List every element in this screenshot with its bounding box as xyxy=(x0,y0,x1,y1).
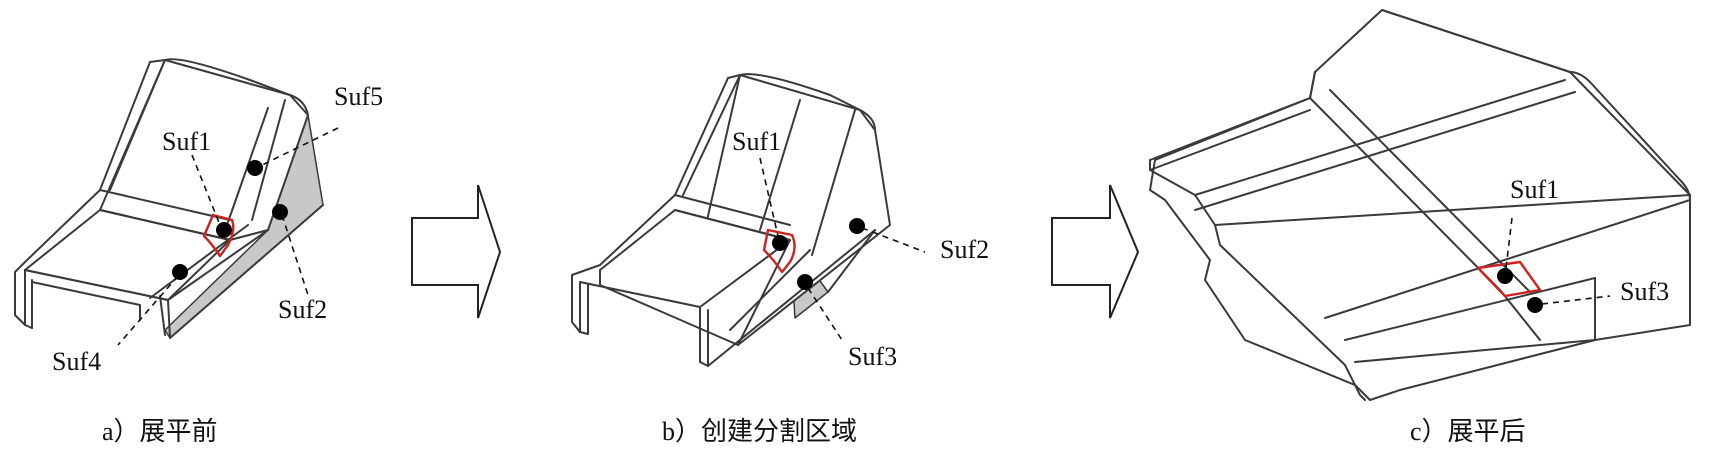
panel-a-suf1-dot xyxy=(216,222,232,238)
panel-b-suf1-leader xyxy=(759,157,779,237)
panel-b-caption: b）创建分割区域 xyxy=(662,417,857,446)
panel-b-suf1-dot xyxy=(772,235,788,251)
panel-a-suf2-label: Suf2 xyxy=(278,295,327,324)
panel-a-suf5-leader xyxy=(259,127,339,167)
panel-c-suf3-leader xyxy=(1541,295,1611,305)
panel-a-suf2-leader xyxy=(281,214,309,296)
panel-b-suf2-label: Suf2 xyxy=(940,235,989,264)
arrow-right-icon xyxy=(411,184,502,319)
panel-a-part xyxy=(14,58,324,339)
panel-c-suf1-label: Suf1 xyxy=(1510,175,1559,204)
panel-b-suf2-dot xyxy=(849,218,865,234)
panel-b: Suf1 Suf2 Suf3 b）创建分割区域 xyxy=(571,73,989,446)
panel-c-suf1-leader xyxy=(1505,217,1513,269)
panel-a-caption: a）展平前 xyxy=(102,417,218,446)
panel-a-suf1-leader xyxy=(191,154,221,226)
panel-c-suf1-dot xyxy=(1497,268,1513,284)
panel-a-suf4-leader xyxy=(117,275,179,346)
panel-c-suf3-dot xyxy=(1527,297,1543,313)
panel-a-suf4-label: Suf4 xyxy=(52,347,101,376)
panel-c-part xyxy=(1149,9,1691,401)
panel-a-suf1-region xyxy=(202,213,235,258)
panel-a-suf4-dot xyxy=(172,264,188,280)
panel-c-caption: c）展平后 xyxy=(1410,417,1526,446)
panel-b-suf3-dot xyxy=(797,274,813,290)
panel-b-suf1-label: Suf1 xyxy=(732,127,781,156)
panel-a-suf2-dot xyxy=(272,204,288,220)
panel-a-suf1-label: Suf1 xyxy=(162,127,211,156)
panel-a: Suf1 Suf5 Suf2 Suf4 a）展平前 xyxy=(14,58,383,446)
panel-b-suf1-region xyxy=(762,228,796,274)
panel-c-suf3-label: Suf3 xyxy=(1620,277,1669,306)
arrow-right-icon xyxy=(1051,184,1140,319)
panel-b-suf3-label: Suf3 xyxy=(848,342,897,371)
panel-a-suf5-dot xyxy=(247,160,263,176)
panel-c: Suf1 Suf3 c）展平后 xyxy=(1149,9,1691,446)
panel-b-suf2-leader xyxy=(861,227,926,253)
panel-b-part xyxy=(571,73,891,367)
panel-a-suf5-label: Suf5 xyxy=(334,82,383,111)
panel-c-flat-face xyxy=(1149,9,1691,401)
